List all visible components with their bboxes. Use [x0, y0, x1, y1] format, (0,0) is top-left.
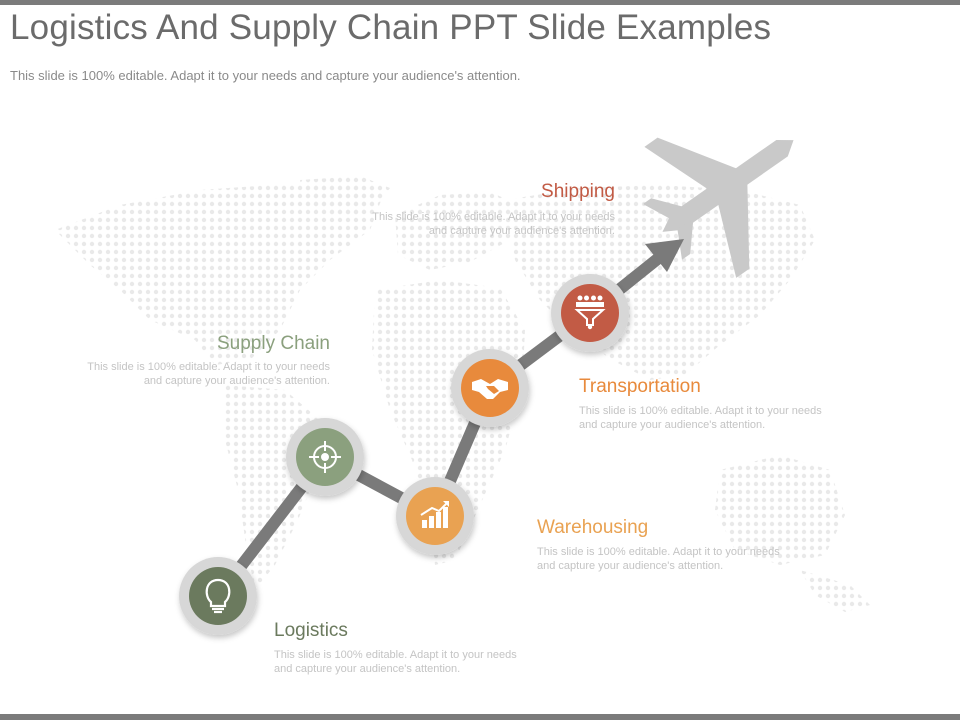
team-funnel-icon [574, 295, 606, 330]
desc-shipping: This slide is 100% editable. Adapt it to… [372, 211, 615, 237]
top-border [0, 0, 960, 5]
heading-shipping: Shipping [541, 181, 615, 202]
node-transportation [451, 349, 529, 427]
node-logistics [179, 557, 257, 635]
map-greenland [300, 176, 390, 218]
heading-supply-chain: Supply Chain [216, 333, 330, 354]
lightbulb-icon [205, 578, 231, 614]
desc-transportation: This slide is 100% editable. Adapt it to… [579, 405, 822, 431]
node-warehousing [396, 477, 474, 555]
handshake-icon [472, 379, 508, 399]
slide-subtitle: This slide is 100% editable. Adapt it to… [10, 68, 521, 83]
heading-warehousing: Warehousing [537, 517, 649, 538]
airplane-icon [642, 137, 794, 278]
slide-title: Logistics And Supply Chain PPT Slide Exa… [10, 8, 772, 47]
growth-chart-icon [420, 501, 449, 528]
map-north-america [55, 180, 385, 365]
target-icon [309, 441, 341, 473]
node-shipping [551, 274, 629, 352]
bottom-border [0, 714, 960, 720]
node-supply-chain [286, 418, 364, 496]
map-australia [715, 455, 845, 565]
desc-supply-chain: This slide is 100% editable. Adapt it to… [87, 361, 330, 387]
map-europe [395, 192, 520, 270]
desc-warehousing: This slide is 100% editable. Adapt it to… [537, 546, 780, 572]
growth-path-arrowhead [645, 239, 684, 272]
desc-logistics: This slide is 100% editable. Adapt it to… [274, 649, 517, 675]
map-islands [800, 570, 870, 612]
heading-transportation: Transportation [579, 376, 701, 397]
heading-logistics: Logistics [274, 620, 348, 641]
